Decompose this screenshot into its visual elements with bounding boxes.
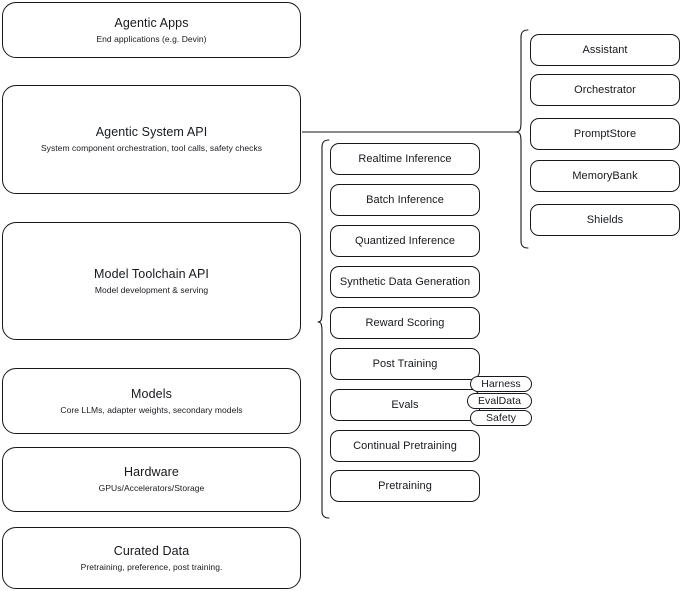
toolchain-item-batch-inference[interactable]: Batch Inference <box>330 184 480 216</box>
layer-box-models[interactable]: Models Core LLMs, adapter weights, secon… <box>2 368 301 434</box>
toolchain-item-synthetic-data-generation[interactable]: Synthetic Data Generation <box>330 266 480 298</box>
layer-title: Model Toolchain API <box>94 266 209 281</box>
layer-title: Agentic System API <box>95 125 208 139</box>
toolchain-item-post-training[interactable]: Post Training <box>330 348 480 380</box>
layer-subtitle: GPUs/Accelerators/Storage <box>98 483 205 493</box>
layer-subtitle: End applications (e.g. Devin) <box>96 33 207 44</box>
toolchain-item-pretraining[interactable]: Pretraining <box>330 470 480 502</box>
layer-box-model-toolchain-api[interactable]: Model Toolchain API Model development & … <box>2 222 301 340</box>
layer-subtitle: Model development & serving <box>94 284 209 295</box>
layer-subtitle: Core LLMs, adapter weights, secondary mo… <box>60 404 243 415</box>
layer-title: Hardware <box>124 465 179 479</box>
system-item-assistant[interactable]: Assistant <box>530 34 680 66</box>
evals-pill-safety[interactable]: Safety <box>470 410 532 426</box>
evals-pill-harness[interactable]: Harness <box>470 376 532 392</box>
layer-subtitle: System component orchestration, tool cal… <box>40 143 263 153</box>
layer-box-agentic-system-api[interactable]: Agentic System API System component orch… <box>2 85 301 194</box>
toolchain-item-realtime-inference[interactable]: Realtime Inference <box>330 143 480 175</box>
system-item-memorybank[interactable]: MemoryBank <box>530 160 680 192</box>
layer-title: Agentic Apps <box>114 15 189 30</box>
layer-box-curated-data[interactable]: Curated Data Pretraining, preference, po… <box>2 527 301 589</box>
toolchain-item-evals[interactable]: Evals <box>330 389 480 421</box>
layer-subtitle: Pretraining, preference, post training. <box>80 561 223 572</box>
evals-pill-evaldata[interactable]: EvalData <box>467 393 532 409</box>
system-item-shields[interactable]: Shields <box>530 204 680 236</box>
layer-box-hardware[interactable]: Hardware GPUs/Accelerators/Storage <box>2 447 301 512</box>
toolchain-item-quantized-inference[interactable]: Quantized Inference <box>330 225 480 257</box>
toolchain-item-continual-pretraining[interactable]: Continual Pretraining <box>330 430 480 462</box>
layer-title: Curated Data <box>113 543 190 558</box>
layer-box-agentic-apps[interactable]: Agentic Apps End applications (e.g. Devi… <box>2 2 301 58</box>
toolchain-item-reward-scoring[interactable]: Reward Scoring <box>330 307 480 339</box>
system-item-promptstore[interactable]: PromptStore <box>530 118 680 150</box>
layer-title: Models <box>131 386 172 401</box>
system-item-orchestrator[interactable]: Orchestrator <box>530 74 680 106</box>
